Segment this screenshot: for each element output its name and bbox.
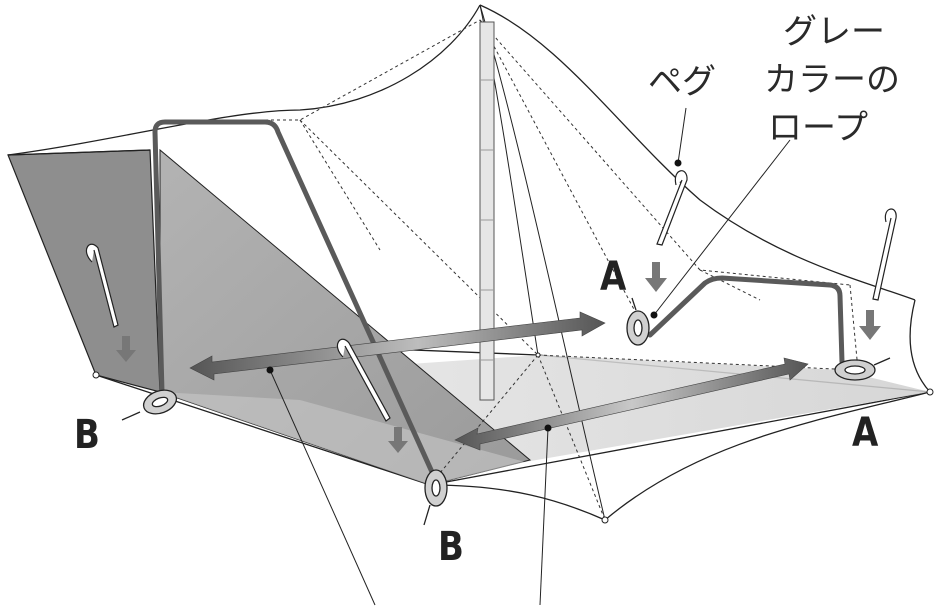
rope-loop-icon [423, 469, 448, 526]
point-b-bottom-label: B [438, 524, 464, 570]
peg-icon [85, 243, 119, 328]
leader-dots [266, 159, 682, 432]
point-b-left-label: B [74, 412, 100, 458]
tent-pole-icon [479, 21, 495, 401]
peg-icon [872, 208, 897, 301]
down-arrow-icon [116, 262, 881, 453]
peg-icon [336, 338, 391, 422]
rope-loop-icon [626, 297, 650, 346]
double-arrow-icon [189, 311, 606, 381]
rope-loop-icon [834, 357, 891, 381]
corner-points [92, 352, 934, 524]
peg-icon [656, 170, 688, 246]
rope-label-line3: ロープ [768, 108, 868, 148]
point-a-upper-label: A [600, 254, 627, 300]
rope-loop-icon [121, 389, 178, 421]
peg-label: ペグ [648, 62, 716, 102]
leader-lines [269, 107, 791, 606]
right-rope-frame [647, 275, 845, 365]
left-end-panel [7, 149, 161, 393]
rope-label-line1: グレー [783, 12, 885, 52]
point-a-right-label: A [852, 410, 879, 456]
rope-label-line2: カラーの [764, 60, 900, 100]
double-arrow-icon [454, 357, 809, 451]
tent-fly-outline [7, 4, 931, 521]
front-rope-frame [152, 119, 435, 475]
